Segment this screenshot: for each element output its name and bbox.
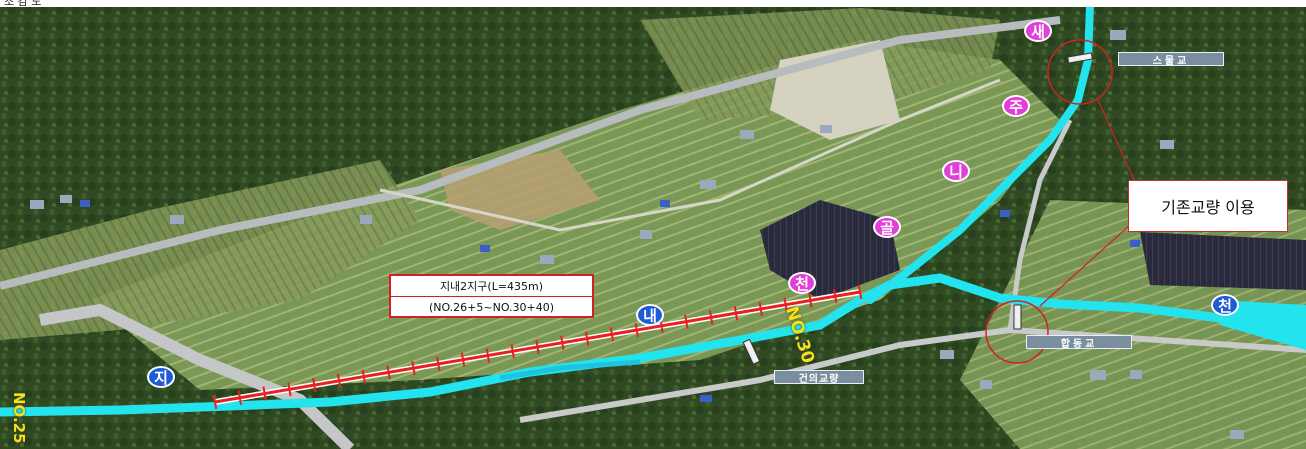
farm-road: [379, 78, 1001, 232]
river-label-cheon-right: 천: [1211, 294, 1239, 316]
route-tick: [287, 382, 292, 397]
route-tick: [560, 335, 565, 350]
black-field-right: [1140, 232, 1306, 290]
jinae-stream: [0, 273, 1306, 417]
gunui-bridge-marker: [742, 338, 761, 365]
callout-leader-top: [1097, 99, 1136, 183]
hapdong-bridge-marker: [1013, 304, 1022, 330]
saemul-bridge-label: 스물교: [1118, 52, 1224, 67]
zone-title: 지내2지구(L=435m): [391, 276, 592, 297]
route-tick: [758, 301, 763, 316]
route-tick: [460, 352, 466, 367]
saemul-bridge-circle: [1047, 39, 1113, 105]
saejunigol-stream: [866, 1, 1094, 304]
callout-leader-bottom: [1039, 224, 1131, 307]
route-tick: [212, 394, 218, 410]
river-label-nae: 내: [636, 304, 664, 326]
blue-roofs: [80, 200, 1140, 402]
gunui-bridge-label: 건의교량: [774, 370, 864, 385]
river-label-ju: 주: [1002, 95, 1030, 117]
river-label-gol: 골: [873, 216, 901, 238]
route-tick: [584, 331, 590, 346]
route-tick: [783, 297, 788, 312]
approach-road: [39, 303, 355, 449]
route-tick: [411, 361, 416, 376]
stream-widen: [1220, 300, 1306, 350]
route-tick: [436, 356, 441, 371]
village-houses: [30, 30, 1244, 439]
existing-bridge-callout: 기존교량 이용: [1128, 180, 1288, 232]
river-label-cheon: 천: [788, 272, 816, 294]
route-tick: [535, 339, 540, 355]
zone-range: (NO.26+5~NO.30+40): [428, 300, 555, 314]
route-tick: [312, 378, 317, 393]
route-tick: [808, 293, 813, 308]
header-title: 조 감 도: [4, 0, 42, 8]
route-tick: [386, 365, 391, 380]
route-tick: [237, 390, 242, 405]
hapdong-bridge-label: 합동교: [1026, 335, 1132, 350]
route-tick: [634, 323, 639, 338]
river-label-sae: 새: [1024, 20, 1052, 42]
river-label-ni: 니: [942, 160, 970, 182]
route-tick: [510, 344, 515, 359]
farmland-left: [0, 160, 420, 340]
route-tick: [833, 289, 838, 304]
hapdong-bridge-circle: [985, 300, 1049, 364]
zone-info-box: 지내2지구(L=435m) (NO.26+5~NO.30+40): [389, 274, 594, 318]
route-tick: [708, 310, 714, 325]
saemul-bridge-marker: [1067, 52, 1093, 64]
route-tick: [684, 314, 689, 329]
station-no25: NO.25: [10, 392, 28, 444]
route-tick: [857, 284, 863, 300]
river-label-ji: 지: [147, 366, 175, 388]
route-tick: [361, 369, 367, 384]
route-tick: [262, 386, 267, 401]
route-tick: [336, 373, 342, 388]
route-tick: [485, 348, 491, 363]
main-highway: [0, 16, 1061, 290]
route-tick: [609, 327, 615, 342]
header-strip: 조 감 도: [0, 0, 1306, 8]
side-channel: [499, 359, 641, 381]
route-tick: [733, 306, 739, 321]
